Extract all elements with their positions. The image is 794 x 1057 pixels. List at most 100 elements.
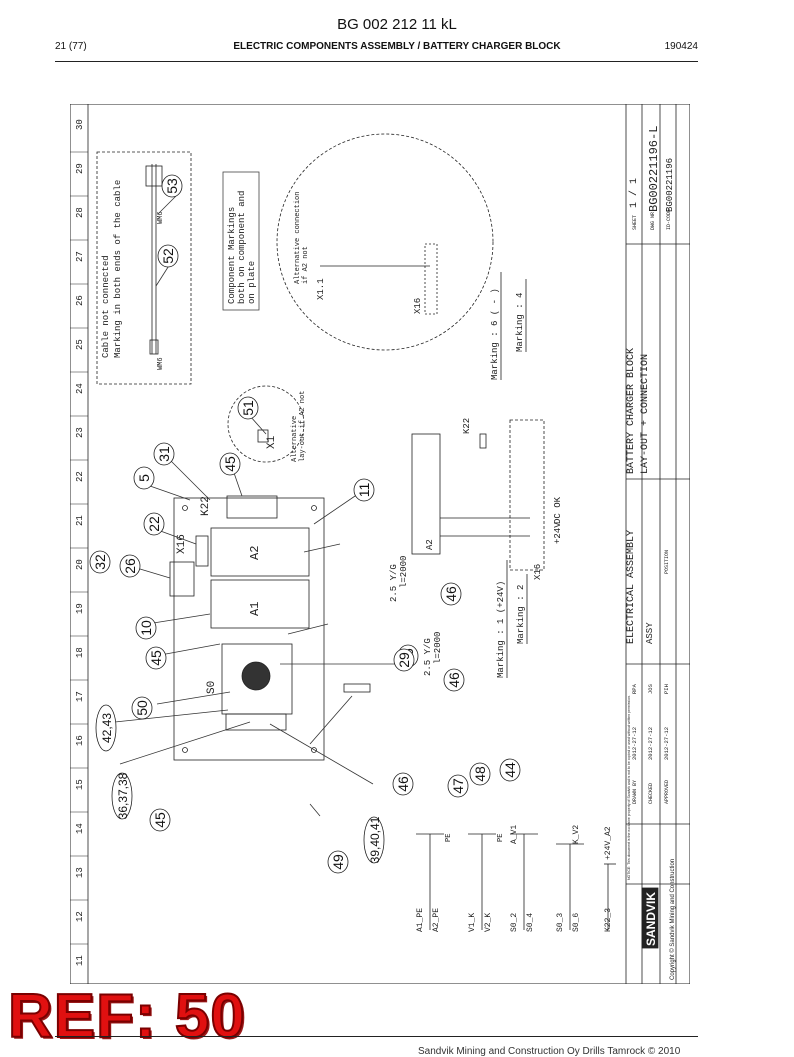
section-title: ELECTRIC COMPONENTS ASSEMBLY / BATTERY C… — [233, 41, 561, 52]
grid-number: 20 — [75, 559, 85, 570]
alternative-connection-detail: Alternative connection if A2 not X1.1 X1… — [276, 133, 494, 351]
alt-connection-line1: Alternative connection — [294, 192, 302, 284]
footer-rule — [55, 1036, 698, 1037]
callout-number: 5 — [136, 474, 152, 482]
footer-copyright: Sandvik Mining and Construction Oy Drill… — [418, 1046, 681, 1057]
component-markings-line3: on plate — [247, 261, 257, 304]
component-markings-line2: both on component and — [237, 191, 247, 304]
wire-length-label: l=2000 — [433, 632, 443, 664]
callout-number: 32 — [92, 554, 108, 570]
pe-label: PE — [497, 834, 505, 842]
callout-number: 31 — [156, 446, 172, 462]
marking-2: Marking : 2 — [516, 585, 526, 644]
s0-knob — [241, 661, 271, 691]
callout-number: 52 — [160, 248, 176, 264]
wire-v2-k: V2_K — [484, 913, 493, 932]
callout-balloon: 32 — [89, 550, 111, 574]
callout-number: 11 — [356, 483, 372, 498]
a1-charger — [210, 579, 310, 629]
wire-length-label: l=2000 — [399, 556, 409, 588]
approved-label: APPROVED — [664, 780, 670, 804]
grid-number: 11 — [75, 955, 85, 966]
title-line-1: ELECTRICAL ASSEMBLY — [626, 530, 637, 644]
x1-1-label: X1.1 — [316, 278, 326, 300]
a2-charger — [210, 527, 310, 577]
wire-v1-k: V1_K — [468, 913, 477, 932]
k22-relay — [226, 495, 278, 519]
callout-balloon: 51 — [237, 396, 259, 420]
wire-s0-3: S0_3 — [556, 913, 565, 932]
date-1: 2012-27-12 — [631, 727, 638, 760]
dwg-number: BG00221196-L — [647, 126, 661, 212]
wire-s0-2: S0_2 — [510, 913, 519, 932]
callout-balloon: 11 — [353, 478, 375, 502]
callout-balloon: 36,37,38 — [111, 772, 133, 820]
grid-number: 15 — [75, 779, 85, 790]
callout-number: 49 — [330, 854, 346, 870]
cable-note-line2: Marking in both ends of the cable — [113, 180, 123, 358]
alt-connection-line2: if A2 not — [302, 246, 310, 284]
k22-label: K22 — [200, 496, 212, 516]
component-markings-line1: Component Markings — [227, 207, 237, 304]
callout-balloon: 5 — [133, 466, 155, 490]
grid-number: 19 — [75, 603, 85, 614]
mounting-plate: A2 A1 K22 X16 S0 — [169, 495, 371, 761]
x16-terminal — [195, 535, 209, 567]
grid-number: 24 — [75, 383, 85, 394]
callout-balloon: 44 — [499, 758, 521, 782]
wire-2-5-label: 2.5 Y/G — [389, 564, 399, 602]
callout-balloon: 45 — [149, 808, 171, 832]
callout-number: 53 — [164, 178, 180, 194]
callout-balloon: 39,40,41 — [363, 816, 385, 864]
callout-number: 44 — [502, 762, 518, 778]
marking-4: Marking : 4 — [515, 293, 525, 352]
name-3: PIH — [663, 684, 670, 694]
grid-number: 17 — [75, 691, 85, 702]
wire-k-v2: K_V2 — [572, 825, 581, 844]
callout-balloon: 31 — [153, 442, 175, 466]
dc-ok-block: K22 DC OK +24V X16 A2 — [411, 418, 563, 580]
assy-label: ASSY — [645, 622, 655, 644]
dwg-label: DWG NR — [650, 212, 656, 230]
callout-number: 51 — [240, 400, 256, 416]
x16-label: X16 — [413, 298, 423, 314]
callout-number: 29 — [396, 652, 412, 668]
copyright-text: Copyright © Sandvik Mining and Construct… — [669, 859, 676, 980]
wire-s0-6: S0_6 — [572, 913, 581, 932]
callout-number: 45 — [222, 456, 238, 472]
x1-label: X1 — [266, 435, 278, 449]
grid-number: 26 — [75, 295, 85, 306]
grid-number: 12 — [75, 911, 85, 922]
title-line-3: LAY-OUT + CONNECTION — [640, 354, 651, 474]
title-line-2: BATTERY CHARGER BLOCK — [626, 348, 637, 474]
callout-balloon: 50 — [131, 696, 153, 720]
dc-ok-label: DC OK — [553, 496, 563, 524]
alternative-line1: Alternative — [291, 416, 299, 462]
cable-note-line1: Cable not connected — [101, 255, 111, 358]
title-block: SANDVIK Copyright © Sandvik Mining and C… — [625, 104, 690, 984]
wire-list: A1_PE A2_PE V1_K V2_K S0_2 S0_4 S0_3 S0_… — [416, 825, 616, 932]
a2-label: A2 — [248, 546, 262, 560]
callout-number: 48 — [472, 766, 488, 782]
callout-balloon: 48 — [469, 762, 491, 786]
notice-text: NOTICE: This document is the exclusive p… — [627, 695, 631, 880]
wire-2-5-label: 2.5 Y/G — [423, 638, 433, 676]
drawn-by-label: DRAWN BY — [632, 780, 638, 804]
header-rule — [55, 61, 698, 62]
marking-1: Marking : 1 (+24V) — [496, 581, 506, 678]
pe-label: PE — [445, 834, 453, 842]
callout-balloon: 10 — [135, 616, 157, 640]
wire-a2-pe: A2_PE — [432, 908, 441, 932]
a1-label: A1 — [248, 602, 262, 616]
callout-balloons: 53525131545112232261045464629465042,4336… — [89, 174, 521, 874]
callout-balloon: 52 — [157, 244, 179, 268]
grid-number: 13 — [75, 867, 85, 878]
name-1: RPA — [631, 683, 638, 694]
id-code: BG00221196 — [665, 158, 675, 212]
wm6-label: WM6 — [157, 357, 165, 370]
checked-label: CHECKED — [648, 783, 654, 804]
callout-balloon: 46 — [392, 772, 414, 796]
document-title: BG 002 212 11 kL — [337, 16, 457, 33]
callout-number: 42,43 — [100, 713, 114, 743]
